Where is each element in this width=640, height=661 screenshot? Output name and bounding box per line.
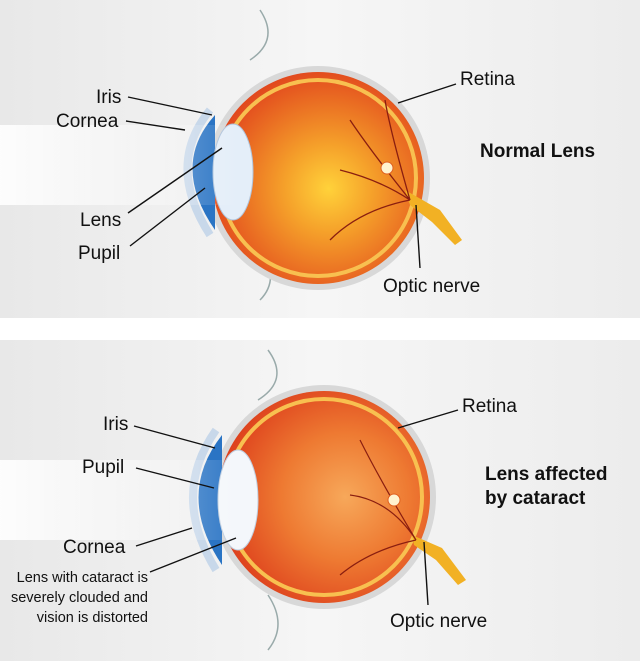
label-optic-nerve: Optic nerve xyxy=(390,611,487,632)
label-iris: Iris xyxy=(96,87,121,108)
panel-title: Normal Lens xyxy=(480,141,595,162)
lens-note-line-3: vision is distorted xyxy=(37,610,148,626)
blood-vessels xyxy=(329,99,411,241)
macula xyxy=(380,161,394,175)
macula xyxy=(387,493,401,507)
optic-nerve xyxy=(412,535,466,585)
lens-note-line-1: Lens with cataract is xyxy=(17,570,148,586)
label-leader-line xyxy=(149,537,237,573)
cataract-panel: Iris Pupil Cornea Lens with cataract is … xyxy=(0,340,640,661)
label-leader-line xyxy=(423,541,429,606)
label-pupil: Pupil xyxy=(82,457,124,478)
optic-nerve xyxy=(405,190,462,245)
label-leader-line xyxy=(129,187,206,247)
label-leader-line xyxy=(397,409,459,429)
eyeball xyxy=(218,391,430,603)
label-leader-line xyxy=(135,527,193,547)
light-beam xyxy=(0,460,245,540)
eyeball xyxy=(212,72,424,284)
label-iris: Iris xyxy=(103,414,128,435)
blood-vessels xyxy=(339,439,417,576)
label-leader-line xyxy=(135,467,215,489)
label-leader-line xyxy=(415,204,421,269)
panel-title-line-1: Lens affected xyxy=(485,464,607,485)
normal-lens-panel: Iris Cornea Lens Pupil Retina Normal Len… xyxy=(0,0,640,318)
label-retina: Retina xyxy=(462,396,517,417)
eyelid-outline xyxy=(257,349,279,651)
label-leader-line xyxy=(125,120,186,131)
label-leader-line xyxy=(127,96,213,116)
label-retina: Retina xyxy=(460,69,515,90)
panel-title-line-2: by cataract xyxy=(485,488,586,509)
label-cornea: Cornea xyxy=(63,537,126,558)
light-beam xyxy=(0,125,240,205)
lens-note-line-2: severely clouded and xyxy=(11,590,148,606)
label-optic-nerve: Optic nerve xyxy=(383,276,480,297)
label-leader-line xyxy=(397,83,457,104)
label-leader-line xyxy=(127,147,223,214)
label-cornea: Cornea xyxy=(56,111,119,132)
label-lens: Lens xyxy=(80,210,121,231)
label-leader-line xyxy=(133,425,216,449)
label-pupil: Pupil xyxy=(78,243,120,264)
